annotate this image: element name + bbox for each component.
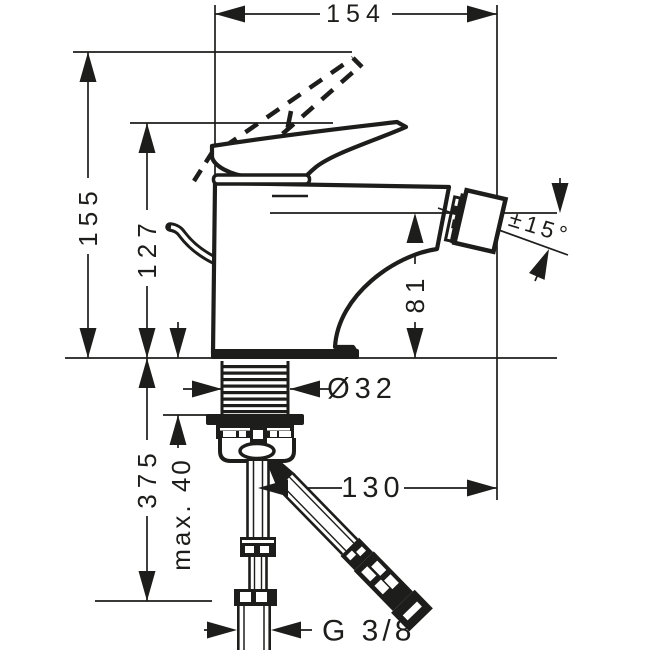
- swivel-angle-indicator: [529, 178, 569, 282]
- mounting-nut: [206, 414, 304, 463]
- dim-label-shank-diameter: Ø32: [327, 373, 397, 405]
- dim-label-hose-length: 375: [132, 447, 162, 508]
- dim-label-overall-width: 154: [326, 0, 386, 28]
- lever-escutcheon: [211, 173, 312, 186]
- dim-label-max-deck-thickness: max. 40: [166, 457, 196, 571]
- aerator-head: [451, 187, 509, 255]
- threaded-shank: [220, 361, 290, 414]
- dim-label-outlet-height: 81: [400, 273, 430, 314]
- faucet-body: [210, 180, 452, 356]
- dim-label-connection-thread: G 3/8: [322, 615, 415, 648]
- dim-label-outlet-reach: 130: [341, 472, 404, 504]
- dim-label-height-open-lever: 155: [73, 185, 103, 246]
- dim-label-height-closed-lever: 127: [132, 217, 162, 278]
- nut-washer: [238, 441, 276, 461]
- ball-joint-detail-1: [451, 205, 461, 216]
- g38-connector: [237, 606, 272, 650]
- aerator-head-group: [443, 187, 509, 255]
- lever-raised-dashed: [192, 56, 364, 183]
- shank-flange: [206, 414, 304, 425]
- dimension-labels: 154 155 127 81 375 max. 40 Ø32 130 ±15° …: [73, 0, 574, 648]
- supply-hose-angled: [266, 459, 433, 632]
- faucet-figure: [165, 56, 569, 650]
- supply-hose-vertical: [234, 461, 277, 650]
- extension-lines: [65, 5, 557, 602]
- pop-up-rod: [165, 222, 219, 265]
- base-plinth: [211, 349, 359, 359]
